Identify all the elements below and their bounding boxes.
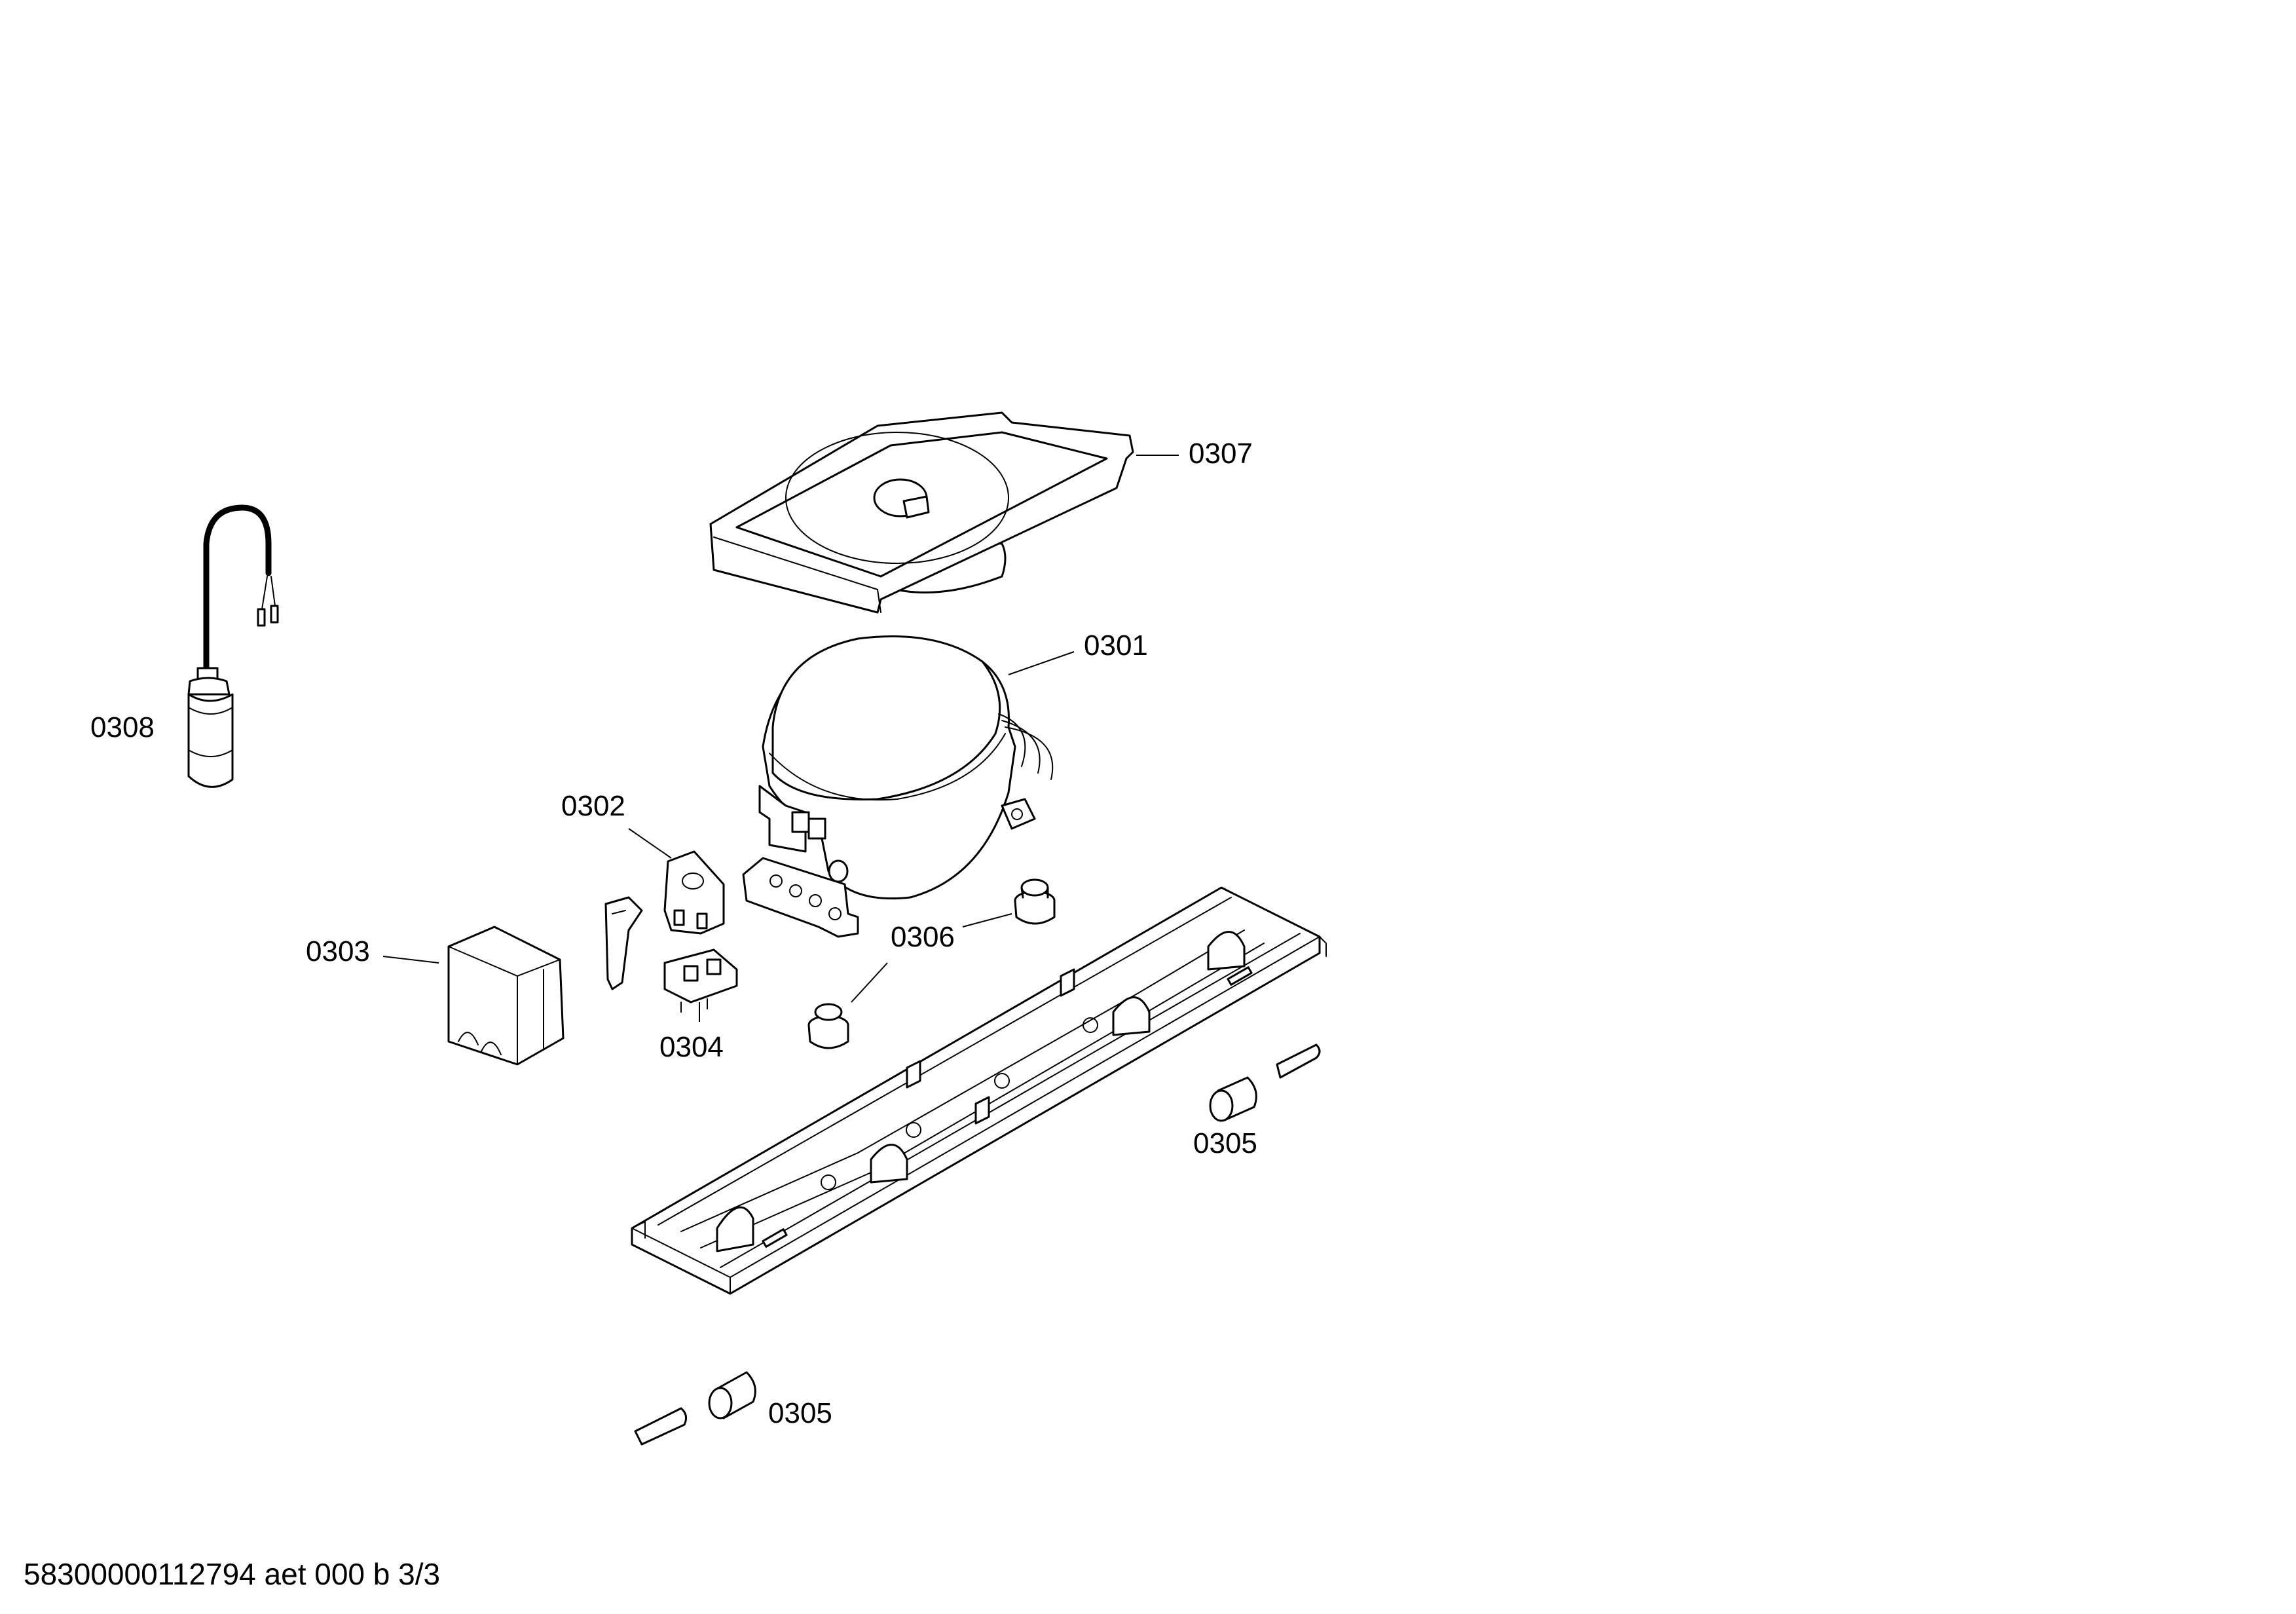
- part-0303-cover: [447, 926, 565, 1066]
- label-0303: 0303: [306, 935, 370, 967]
- label-0305-left: 0305: [768, 1397, 832, 1429]
- part-base-rail: [631, 886, 1327, 1295]
- leader-0306-b: [851, 962, 888, 1003]
- leader-0306-a: [962, 913, 1012, 928]
- label-0305-right: 0305: [1193, 1127, 1257, 1159]
- part-0305-bushing-pin-left: [634, 1371, 756, 1446]
- part-0302-protector: [663, 850, 725, 935]
- label-0306: 0306: [891, 921, 955, 953]
- leader-0303: [382, 956, 439, 964]
- part-0301-compressor: [742, 635, 1054, 938]
- part-0308-capacitor: [187, 504, 279, 788]
- leader-0302: [628, 828, 672, 859]
- part-0306-rubber-grommet-a: [1014, 878, 1056, 925]
- label-0301: 0301: [1084, 629, 1148, 662]
- part-0305-bushing-pin-right: [1209, 1043, 1321, 1122]
- part-0306-rubber-grommet-b: [807, 1003, 849, 1049]
- label-0308: 0308: [90, 711, 155, 743]
- part-clip: [604, 896, 643, 990]
- document-code: 58300000112794 aet 000 b 3/3: [24, 1557, 441, 1591]
- part-0304-relay: [663, 948, 738, 1013]
- label-0304: 0304: [659, 1031, 724, 1063]
- label-0302: 0302: [561, 790, 625, 822]
- part-0307-evaporation-tray: [709, 411, 1134, 614]
- label-0307: 0307: [1189, 438, 1253, 470]
- leader-0301: [1008, 651, 1075, 675]
